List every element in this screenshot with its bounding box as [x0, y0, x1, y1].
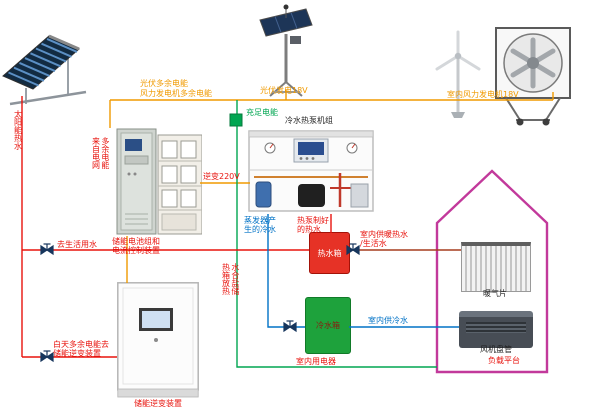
wind-generators: [435, 27, 571, 126]
label-wind-surplus: 风力发电机多余电能: [140, 89, 212, 98]
radiator: [461, 242, 531, 292]
label-storage-inverter: 储能逆变装置: [134, 399, 182, 408]
hot-water-pipes: [21, 96, 332, 358]
label-heat-pump-unit: 冷水热泵机组: [285, 116, 333, 125]
sun-sensor: [283, 4, 289, 10]
label-heat-pump-hot: 热泵制好 的热水: [297, 216, 329, 235]
label-fan-coil: 风机盘管: [480, 345, 512, 354]
label-grid-power: 多余电能 来自电网: [91, 137, 110, 169]
heat-pump-test-bench: [248, 130, 374, 212]
label-radiator: 暖气片: [483, 289, 507, 298]
label-solar-hot-water: 太阳能热水: [13, 110, 23, 150]
label-daytime-surplus: 白天多余电能去 储能逆变装置: [53, 340, 109, 359]
label-indoor-chilled-water: 室内供冷水: [368, 316, 408, 325]
label-pv-generation: 光伏发电18V: [260, 86, 308, 95]
hot-water-tank-label: 热水箱: [317, 248, 342, 258]
test-fan: [495, 27, 571, 126]
label-battery-cabinet: 储能电池组和 电流控制装置: [112, 237, 160, 256]
valve-icon: [346, 243, 360, 255]
controller-screen: [125, 139, 142, 151]
evaporator-vessel: [255, 181, 272, 208]
hot-water-tank: 热水箱: [309, 232, 350, 274]
compressor: [298, 184, 325, 207]
valve-icon: [40, 243, 54, 255]
label-wind-generation: 室内风力发电机18V: [447, 90, 519, 99]
inverter-screen: [142, 311, 170, 328]
cold-water-tank-label: 冷水箱: [316, 321, 340, 330]
label-salt-heat-storage: 水合盐储 热箱放热: [221, 263, 240, 295]
valve-icon: [283, 320, 297, 332]
solar-thermal-collector: [2, 34, 87, 106]
label-evaporator-chilled: 蒸发器产 生的冷水: [244, 216, 276, 235]
collector-tubes: [8, 37, 78, 87]
wind-turbine: [435, 30, 481, 118]
sufficient-power-lines: [236, 100, 437, 368]
control-panel-screen: [298, 142, 324, 155]
house-outline: [435, 169, 549, 374]
label-domestic-water: 去生活用水: [57, 240, 97, 249]
fan-coil-unit: [459, 311, 533, 348]
label-pv-surplus: 光伏多余电能: [140, 79, 188, 88]
label-indoor-appliances: 室内用电器: [296, 357, 336, 366]
label-inverter-220v: 逆变220V: [203, 172, 240, 181]
battery-control-cabinets: [116, 128, 202, 235]
cold-water-tank: 冷水箱: [305, 297, 351, 354]
label-sufficient-power: 充足电能: [246, 108, 278, 117]
storage-inverter-cabinet: [117, 282, 199, 398]
fan-coil-grille: [466, 322, 526, 333]
valve-icon: [40, 350, 54, 362]
power-junction-box: [229, 113, 243, 127]
electric-power-lines: [109, 90, 554, 283]
label-indoor-heating-water: 室内供暖热水 /生活水: [360, 230, 408, 249]
label-load-platform: 负载平台: [488, 356, 520, 365]
